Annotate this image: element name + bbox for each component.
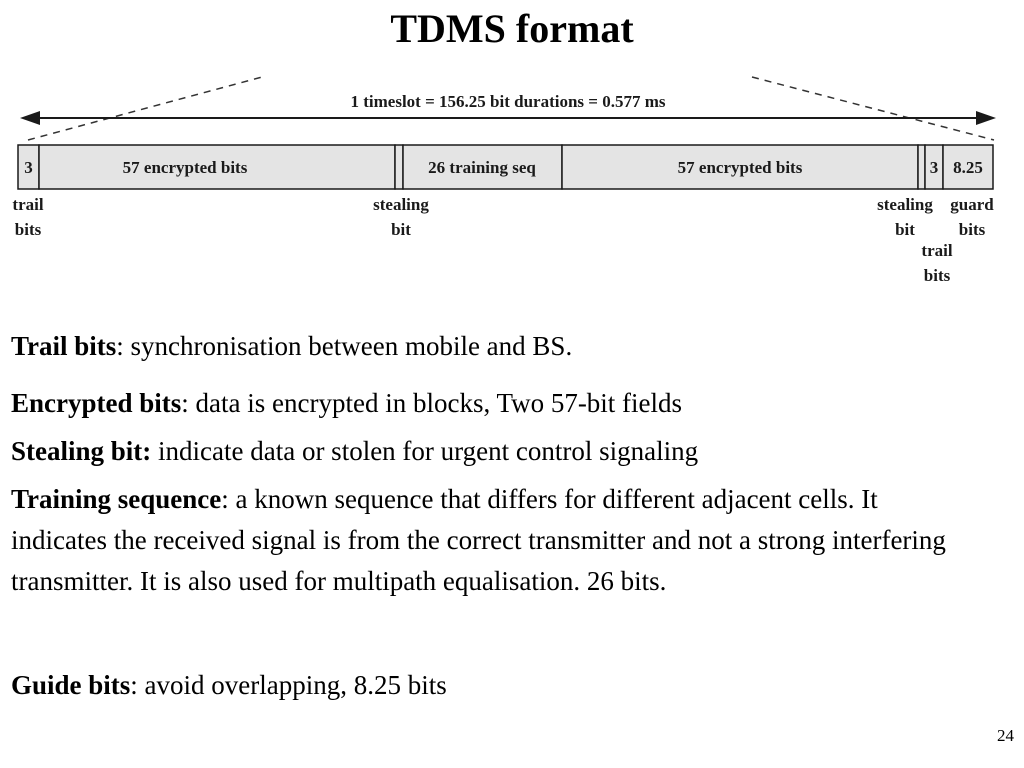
svg-text:stealing: stealing — [877, 195, 933, 214]
field-encrypted-bits-1-label: 57 encrypted bits — [123, 158, 248, 177]
definition-term-trail-bits: Trail bits — [11, 331, 117, 361]
zoom-line-right — [751, 76, 995, 141]
slide-title: TDMS format — [390, 6, 634, 51]
svg-text:bit: bit — [391, 220, 411, 239]
definition-text-stealing-bit: indicate data or stolen for urgent contr… — [151, 436, 699, 466]
svg-text:trail: trail — [921, 241, 952, 260]
zoom-line-left — [27, 76, 263, 141]
burst-fields: 3 57 encrypted bits 26 training seq 57 e… — [17, 144, 994, 190]
field-stealing-bit-left — [394, 144, 404, 190]
field-guard-bits — [942, 144, 994, 190]
caption-trail-bits-left: trail bits — [12, 195, 43, 239]
page-number: 24 — [997, 726, 1014, 745]
field-encrypted-bits-2 — [561, 144, 919, 190]
field-trail-bits-left-label: 3 — [24, 158, 33, 177]
field-stealing-bit-right — [917, 144, 926, 190]
caption-trail-bits-right: trail bits — [921, 241, 952, 285]
svg-text:guard: guard — [950, 195, 994, 214]
field-trail-bits-right-label: 3 — [930, 158, 939, 177]
field-encrypted-bits-1 — [38, 144, 396, 190]
svg-text:bits: bits — [959, 220, 986, 239]
definition-text-guide-bits: : avoid overlapping, 8.25 bits — [130, 670, 447, 700]
caption-stealing-bit-right: stealing bit — [877, 195, 933, 239]
svg-text:trail: trail — [12, 195, 43, 214]
timeslot-arrow-left-head — [20, 111, 40, 125]
caption-stealing-bit-left: stealing bit — [373, 195, 429, 239]
tdms-burst-diagram: 1 timeslot = 156.25 bit durations = 0.57… — [12, 76, 996, 285]
definition-term-stealing-bit: Stealing bit: — [11, 436, 152, 466]
svg-text:bits: bits — [15, 220, 42, 239]
svg-text:stealing: stealing — [373, 195, 429, 214]
definition-term-training-sequence: Training sequence — [11, 484, 222, 514]
timeslot-arrow-right-head — [976, 111, 996, 125]
svg-text:bits: bits — [924, 266, 951, 285]
definition-term-guide-bits: Guide bits — [11, 670, 131, 700]
definition-stealing-bit-block: Stealing bit: indicate data or stolen fo… — [11, 431, 1001, 472]
definition-trail-bits-block: Trail bits: synchronisation between mobi… — [11, 326, 1001, 367]
timeslot-label: 1 timeslot = 156.25 bit durations = 0.57… — [351, 92, 666, 111]
field-encrypted-bits-2-label: 57 encrypted bits — [678, 158, 803, 177]
definition-training-sequence-block: Training sequence: a known sequence that… — [11, 479, 961, 602]
caption-guard-bits: guard bits — [950, 195, 994, 239]
definition-text-training-sequence: : a known sequence that differs for diff… — [11, 484, 946, 596]
definition-term-encrypted-bits: Encrypted bits — [11, 388, 182, 418]
definition-guide-bits-block: Guide bits: avoid overlapping, 8.25 bits — [11, 665, 1001, 706]
definition-text-trail-bits: : synchronisation between mobile and BS. — [116, 331, 573, 361]
field-training-seq-label: 26 training seq — [428, 158, 536, 177]
definition-text-encrypted-bits: : data is encrypted in blocks, Two 57-bi… — [181, 388, 683, 418]
svg-text:bit: bit — [895, 220, 915, 239]
definition-encrypted-bits-block: Encrypted bits: data is encrypted in blo… — [11, 383, 1001, 424]
field-guard-bits-label: 8.25 — [953, 158, 983, 177]
